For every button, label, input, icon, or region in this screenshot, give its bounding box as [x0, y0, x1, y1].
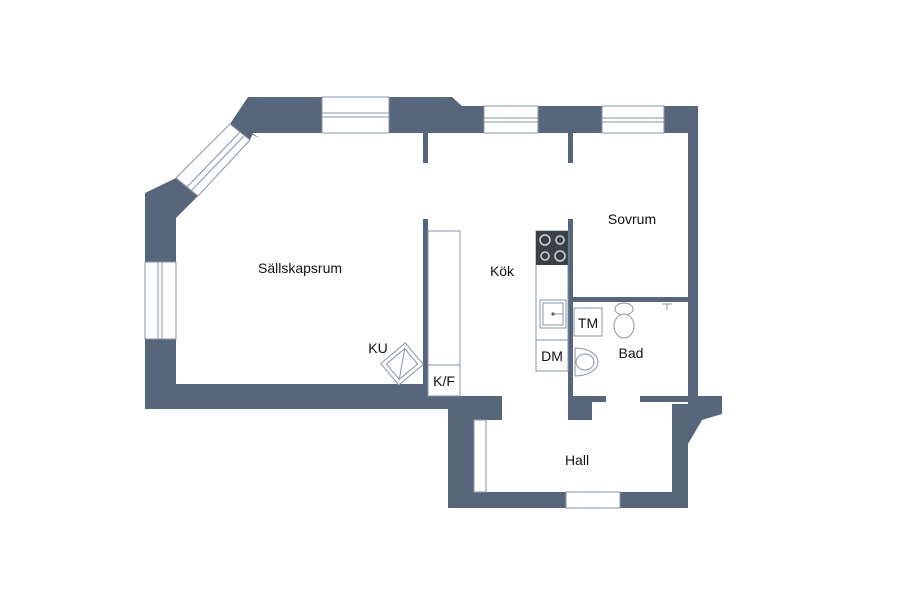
stove-icon	[536, 231, 568, 265]
hall-bottom-right	[620, 492, 688, 508]
window-hall-left	[473, 419, 487, 493]
kitchen-bedroom-wall	[568, 219, 573, 419]
living-kitchen-wall	[423, 219, 428, 396]
room-label-hall: Hall	[565, 452, 589, 468]
diagonal-wall-lower	[145, 178, 198, 262]
hall-top-left-wall	[412, 396, 502, 420]
exterior-walls	[145, 97, 722, 508]
room-labels: Sällskapsrum Kök Sovrum Bad Hall KU K/F …	[258, 211, 656, 468]
sink-icon	[539, 299, 567, 329]
armchair-icon	[380, 342, 424, 386]
fixture-label-dm: DM	[541, 348, 563, 364]
hall-bottom-left	[460, 492, 566, 508]
interior-walls	[423, 133, 688, 420]
bedroom-bath-wall	[573, 297, 688, 302]
window-top-3	[601, 105, 665, 134]
kitchen-counter-right	[535, 230, 569, 372]
sink-bath-icon	[574, 347, 599, 377]
bath-bottom-right-wall	[640, 396, 688, 402]
room-label-living: Sällskapsrum	[258, 260, 342, 276]
tm-box	[573, 307, 603, 337]
bottom-wall-living	[145, 384, 429, 409]
kitchen-counter-left	[427, 230, 461, 397]
fridge-freezer	[427, 364, 461, 397]
room-label-bedroom: Sovrum	[608, 211, 656, 227]
right-wall	[688, 106, 698, 404]
bath-fixtures	[573, 302, 672, 377]
fixture-label-tm: TM	[578, 315, 598, 331]
fixture-label-ku: KU	[368, 340, 387, 356]
room-label-bath: Bad	[619, 345, 644, 361]
stub-wall-1	[423, 133, 428, 163]
window-left	[144, 261, 177, 340]
shower-icon	[662, 303, 672, 310]
stub-wall-2	[568, 133, 573, 163]
top-wall-mid2	[538, 106, 602, 133]
bath-bottom-left-wall	[568, 396, 606, 420]
top-wall-mid	[389, 97, 484, 133]
windows	[144, 96, 665, 509]
window-top-2	[483, 105, 539, 134]
hall-left-wall	[460, 420, 474, 508]
corner-wall-top	[230, 97, 262, 140]
hall-left-step	[448, 409, 474, 508]
toilet-icon	[613, 302, 635, 339]
dishwasher-box	[535, 339, 569, 372]
hall-right-wall	[672, 396, 722, 508]
room-label-kitchen: Kök	[490, 263, 515, 279]
fixture-label-kf: K/F	[433, 373, 455, 389]
window-top-1	[321, 96, 390, 134]
window-diagonal	[175, 123, 251, 197]
door-hall-bottom	[565, 491, 621, 509]
